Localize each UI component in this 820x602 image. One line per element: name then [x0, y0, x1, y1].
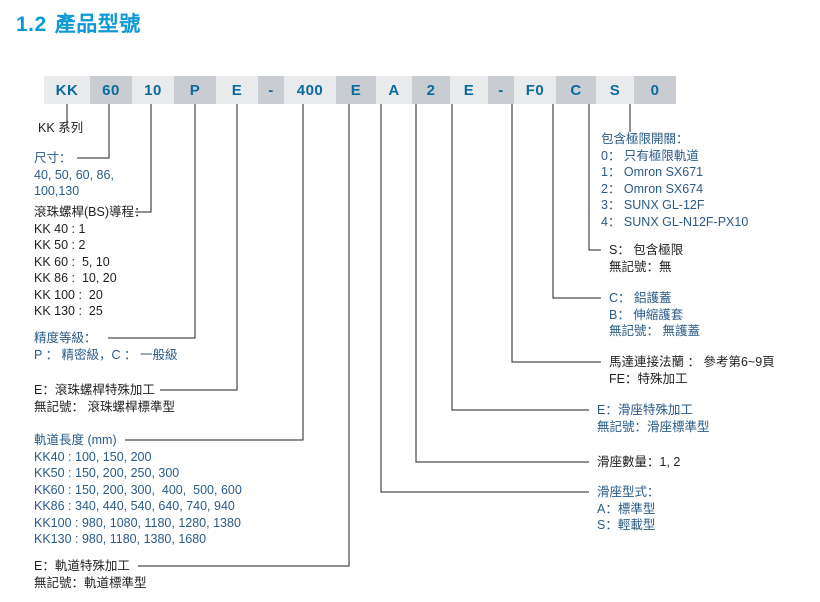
note-line: 3： SUNX GL-12F	[601, 198, 705, 212]
note-line: E：滑座特殊加工	[597, 403, 693, 417]
note-size: 尺寸： 40, 50, 60, 86, 100,130	[34, 150, 114, 200]
note-line: KK40 : 100, 150, 200	[34, 449, 152, 464]
wire-slide-machining	[451, 104, 589, 411]
note-slide-qty: 滑座數量：1, 2	[597, 454, 680, 471]
note-line: KK100 : 980, 1080, 1180, 1280, 1380	[34, 515, 241, 530]
note-line: 無記號：無	[609, 259, 672, 274]
note-line: P ： 精密級，C ： 一般級	[34, 347, 178, 362]
note-slide-machining: E：滑座特殊加工無記號：滑座標準型	[597, 402, 710, 435]
note-line: S：輕載型	[597, 518, 656, 532]
note-line: 無記號：軌道標準型	[34, 575, 147, 590]
note-line: 無記號：滑座標準型	[597, 419, 710, 434]
page-title-number: 1.2	[16, 13, 47, 36]
page-title-text: 產品型號	[54, 13, 141, 36]
note-line: 滑座數量：1, 2	[597, 455, 681, 469]
note-line: 0： 只有極限軌道	[601, 148, 699, 163]
note-motor-flange: 馬達連接法蘭 ： 參考第6~9頁 FE：特殊加工	[609, 354, 775, 387]
code-cell-0: KK	[44, 76, 90, 104]
wire-cover	[552, 104, 601, 299]
note-line: B： 伸縮護套	[609, 307, 684, 322]
wire-slide-qty	[415, 104, 589, 463]
note-line: 馬達連接法蘭 ： 參考第6~9頁	[609, 355, 775, 369]
note-limit-include: S： 包含極限無記號：無	[609, 242, 683, 275]
note-line: 40, 50, 60, 86,	[34, 167, 114, 182]
note-line: 無記號： 滾珠螺桿標準型	[34, 399, 175, 414]
note-line: 滾珠螺桿(BS)導程：	[34, 205, 147, 219]
code-cell-12: F0	[514, 76, 556, 104]
code-cell-8: A	[376, 76, 412, 104]
code-cell-14: S	[596, 76, 634, 104]
note-cover: C： 鋁護蓋 B： 伸縮護套無記號： 無護蓋	[609, 290, 700, 340]
note-slide-type: 滑座型式： A：標準型 S：輕載型	[597, 484, 660, 534]
code-cell-10: E	[450, 76, 488, 104]
wire-bs-lead	[135, 104, 152, 213]
note-line: 軌道長度 (mm)	[34, 433, 117, 447]
note-line: 滑座型式：	[597, 485, 660, 499]
note-line: 2： Omron SX674	[601, 181, 704, 196]
wire-limit-include	[588, 104, 601, 251]
code-cell-13: C	[556, 76, 596, 104]
code-cell-7: E	[336, 76, 376, 104]
code-cell-6: 400	[284, 76, 336, 104]
note-line: KK 86 : 10, 20	[34, 271, 117, 285]
code-cell-15: 0	[634, 76, 676, 104]
note-line: KK 60 : 5, 10	[34, 254, 110, 269]
note-line: KK 100 : 20	[34, 287, 103, 302]
note-line: KK 系列	[38, 121, 84, 135]
note-bs-machining: E：滾珠螺桿特殊加工無記號： 滾珠螺桿標準型	[34, 382, 175, 415]
page-title: 1.2 產品型號	[16, 8, 141, 38]
note-line: A：標準型	[597, 501, 656, 516]
note-line: 1： Omron SX671	[601, 165, 704, 179]
note-line: 無記號： 無護蓋	[609, 324, 700, 338]
note-line: 尺寸：	[34, 151, 72, 165]
note-accuracy: 精度等級： P ： 精密級，C ： 一般級	[34, 330, 178, 363]
note-rail-machining: E：軌道特殊加工無記號：軌道標準型	[34, 558, 147, 591]
note-line: E：滾珠螺桿特殊加工	[34, 383, 155, 397]
note-limit-switch: 包含極限開關： 0： 只有極限軌道 1： Omron SX671 2： Omron S…	[601, 131, 748, 230]
code-cell-4: E	[216, 76, 258, 104]
note-line: KK 130 : 25	[34, 304, 103, 318]
note-line: KK60 : 150, 200, 300, 400, 500, 600	[34, 482, 242, 497]
code-cell-9: 2	[412, 76, 450, 104]
note-bs-lead: 滾珠螺桿(BS)導程： KK 40 : 1 KK 50 : 2 KK 60 : 5, …	[34, 204, 147, 320]
note-line: FE：特殊加工	[609, 371, 688, 386]
wire-slide-type	[380, 104, 589, 493]
note-line: KK 40 : 1	[34, 221, 86, 236]
code-cell-1: 60	[90, 76, 132, 104]
note-line: KK130 : 980, 1180, 1380, 1680	[34, 532, 207, 546]
note-line: E：軌道特殊加工	[34, 559, 130, 573]
note-line: C： 鋁護蓋	[609, 291, 672, 305]
code-cell-2: 10	[132, 76, 174, 104]
code-cell-3: P	[174, 76, 216, 104]
note-line: 精度等級：	[34, 331, 97, 345]
note-line: S： 包含極限	[609, 243, 684, 257]
note-series: KK 系列	[38, 120, 83, 137]
note-line: 100,130	[34, 184, 80, 198]
note-line: KK50 : 150, 200, 250, 300	[34, 466, 180, 480]
note-line: KK86 : 340, 440, 540, 640, 740, 940	[34, 499, 235, 513]
note-line: 包含極限開關：	[601, 132, 689, 146]
note-line: KK 50 : 2	[34, 238, 86, 252]
code-cell-5: -	[258, 76, 284, 104]
wire-motor-flange	[511, 104, 601, 363]
code-cell-11: -	[488, 76, 514, 104]
note-line: 4： SUNX GL-N12F-PX10	[601, 214, 749, 229]
